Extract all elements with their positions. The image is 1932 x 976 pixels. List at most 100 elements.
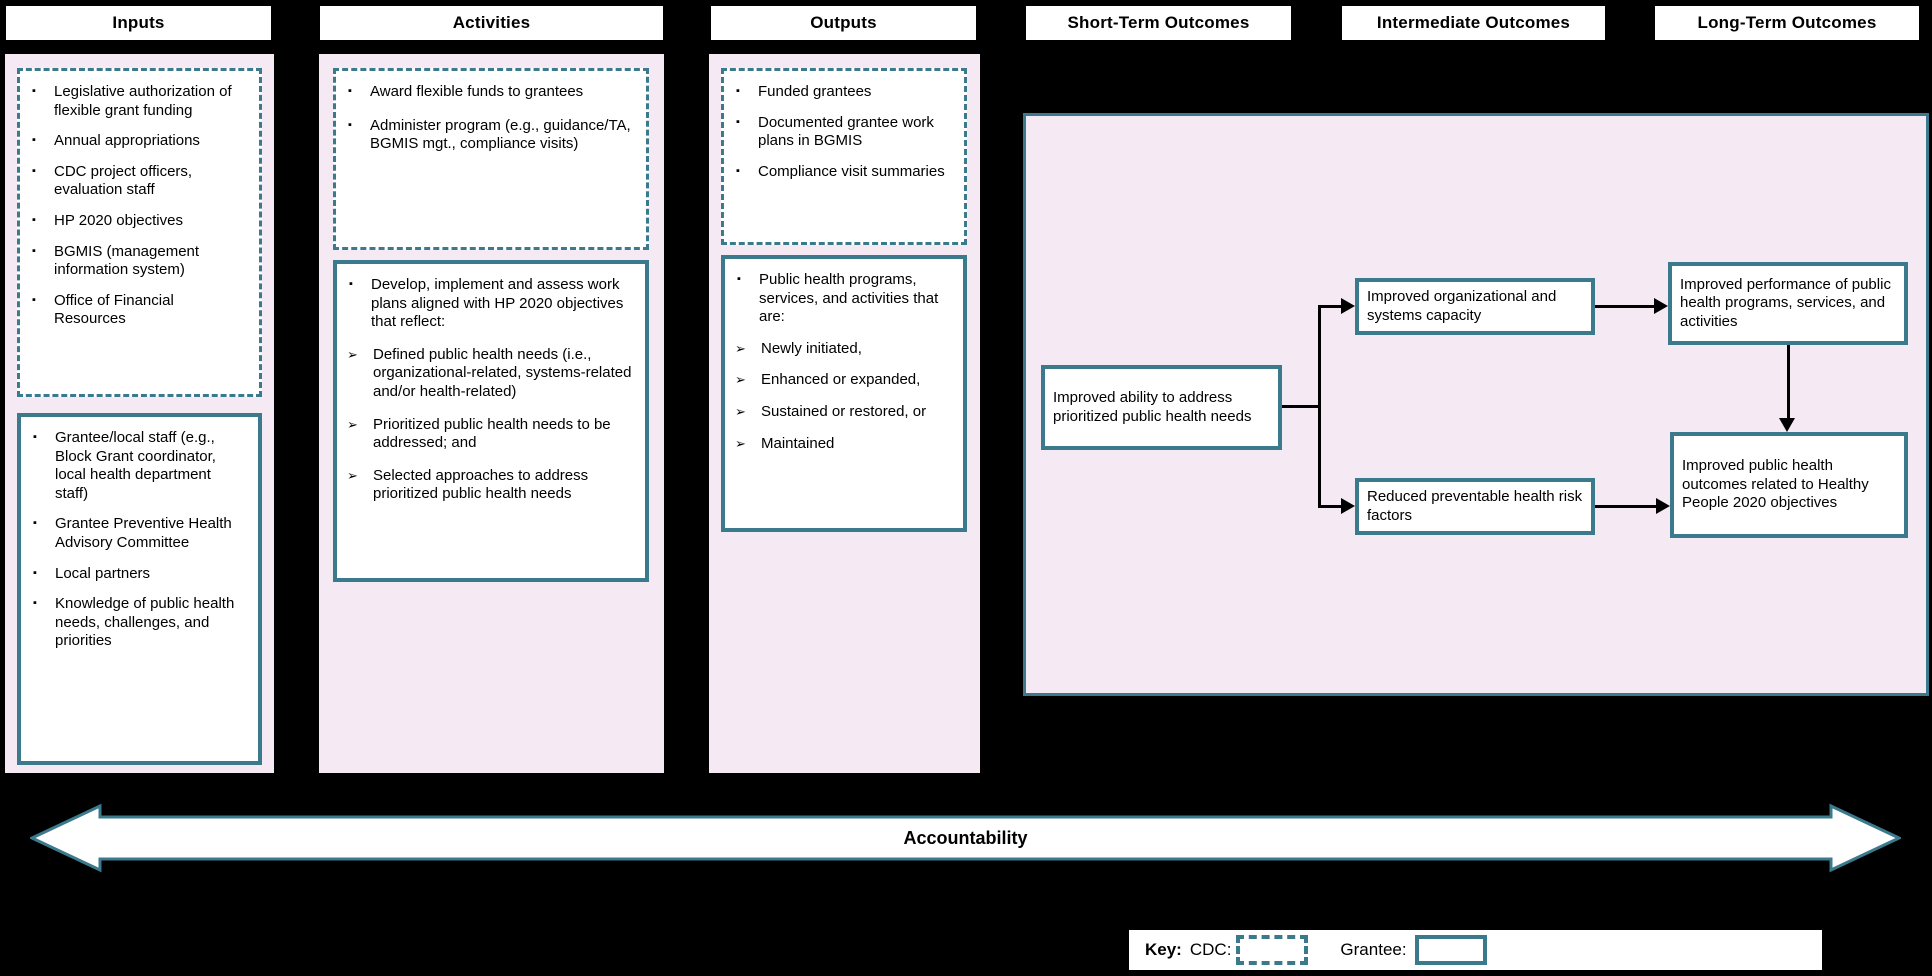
chevron-bullet-icon: ➢ — [735, 403, 746, 419]
list-item: ▪ Award flexible funds to grantees — [344, 83, 636, 102]
output-subitem: Maintained — [761, 434, 835, 452]
arrow-right-icon — [1341, 298, 1355, 314]
list-item: ▪ Legislative authorization of flexible g… — [28, 83, 249, 120]
list-item: ▪ HP 2020 objectives — [28, 212, 249, 231]
bullet-icon: ▪ — [32, 213, 36, 226]
outputs-grantee-box: ▪Public health programs, services, and a… — [721, 255, 967, 532]
intermediate-outcome-box-1: Improved organizational and systems capa… — [1355, 278, 1595, 335]
connector-line — [1595, 505, 1656, 508]
input-item: HP 2020 objectives — [54, 211, 183, 229]
bullet-icon: ▪ — [32, 293, 36, 306]
outcome-text: Improved performance of public health pr… — [1680, 275, 1891, 330]
outcome-text: Improved ability to address prioritized … — [1053, 388, 1252, 425]
connector-line — [1282, 405, 1319, 408]
bullet-icon: ▪ — [349, 278, 353, 290]
list-item: ➢ Defined public health needs (i.e., orga… — [345, 346, 635, 402]
output-item: Compliance visit summaries — [758, 162, 945, 180]
chevron-bullet-icon: ➢ — [347, 346, 358, 362]
list-item: ▪Grantee/local staff (e.g., Block Grant … — [29, 429, 248, 503]
key-cdc-label: CDC: — [1189, 940, 1232, 959]
list-item: ▪Public health programs, services, and a… — [733, 271, 953, 327]
output-item: Documented grantee work plans in BGMIS — [758, 113, 934, 150]
list-item: ➢ Enhanced or expanded, — [733, 371, 953, 390]
outcome-text: Improved organizational and systems capa… — [1367, 287, 1557, 324]
list-item: ▪ Documented grantee work plans in BGMIS — [732, 114, 954, 151]
list-item: ➢ Selected approaches to address prioriti… — [345, 467, 635, 504]
header-long-term-outcomes: Long-Term Outcomes — [1654, 5, 1920, 41]
inputs-grantee-box: ▪ Grantee/local staff (e.g., Block Grant … — [17, 413, 262, 765]
accountability-label: Accountability — [903, 827, 1028, 848]
input-item: Local partners — [55, 564, 151, 582]
inputs-panel: ▪ Legislative authorization of flexible g… — [5, 54, 274, 773]
list-item: ▪ Local partners — [29, 565, 248, 584]
short-term-outcome-box: Improved ability to address prioritized … — [1041, 365, 1282, 450]
connector-line — [1318, 305, 1342, 308]
key-label: Key: — [1145, 940, 1182, 959]
list-item: ➢ Newly initiated, — [733, 340, 953, 359]
output-item: Funded grantees — [758, 83, 872, 100]
bullet-icon: ▪ — [33, 517, 37, 530]
activities-panel: ▪ Award flexible funds to grantees ▪Admin… — [319, 54, 664, 773]
key-legend: Key: CDC: Grantee: — [1129, 930, 1822, 970]
list-item: ➢ Prioritized public health needs to be a… — [345, 416, 635, 453]
output-subitem: Newly initiated, — [761, 339, 862, 357]
bullet-icon: ▪ — [348, 118, 352, 131]
accountability-arrow: Accountability — [30, 800, 1901, 876]
long-term-outcome-box-1: Improved performance of public health pr… — [1668, 262, 1908, 345]
input-item: Knowledge of public health needs, challe… — [55, 595, 235, 650]
activity-subitem: Selected approaches to address prioritiz… — [373, 466, 589, 503]
list-item: ▪ CDC project officers, evaluation staff — [28, 163, 249, 200]
input-item: Annual appropriations — [54, 132, 200, 150]
input-item: CDC project officers, evaluation staff — [54, 162, 193, 199]
list-item: ➢ Sustained or restored, or — [733, 403, 953, 422]
activity-item: Award flexible funds to grantees — [370, 83, 584, 100]
header-activities: Activities — [319, 5, 664, 41]
cdc-dashed-swatch-icon — [1236, 935, 1309, 965]
chevron-bullet-icon: ➢ — [347, 416, 358, 432]
activity-subitem: Defined public health needs (i.e., organ… — [373, 345, 632, 400]
activities-grantee-box: ▪Develop, implement and assess work plan… — [333, 260, 649, 582]
list-item: ▪Develop, implement and assess work plan… — [345, 276, 635, 332]
bullet-icon: ▪ — [33, 597, 37, 610]
input-item: Grantee/local staff (e.g., Block Grant c… — [55, 429, 216, 502]
arrow-down-icon — [1779, 418, 1795, 432]
list-item: ▪Administer program (e.g., guidance/TA, … — [344, 117, 636, 154]
input-item: Office of Financial Resources — [54, 291, 174, 328]
activities-cdc-box: ▪ Award flexible funds to grantees ▪Admin… — [333, 68, 649, 250]
bullet-icon: ▪ — [32, 85, 36, 97]
bullet-icon: ▪ — [736, 85, 740, 97]
chevron-bullet-icon: ➢ — [735, 372, 746, 388]
bullet-icon: ▪ — [33, 566, 37, 579]
arrow-right-icon — [1654, 298, 1668, 314]
arrow-right-icon — [1656, 498, 1670, 514]
double-arrow-shape — [30, 803, 1901, 873]
intermediate-outcome-box-2: Reduced preventable health risk factors — [1355, 478, 1595, 535]
bullet-icon: ▪ — [736, 115, 740, 128]
list-item: ▪Grantee Preventive Health Advisory Comm… — [29, 515, 248, 552]
outcomes-panel: Improved ability to address prioritized … — [1023, 113, 1929, 696]
bullet-icon: ▪ — [32, 244, 36, 257]
long-term-outcome-box-2: Improved public health outcomes related … — [1670, 432, 1908, 538]
bullet-icon: ▪ — [348, 85, 352, 97]
inputs-cdc-box: ▪ Legislative authorization of flexible g… — [17, 68, 262, 397]
outcome-text: Reduced preventable health risk factors — [1367, 487, 1583, 524]
output-subitem: Sustained or restored, or — [761, 402, 927, 420]
output-item: Public health programs, services, and ac… — [759, 271, 939, 326]
bullet-icon: ▪ — [32, 164, 36, 177]
header-short-term-outcomes: Short-Term Outcomes — [1025, 5, 1292, 41]
connector-line — [1595, 305, 1654, 308]
outcome-text: Improved public health outcomes related … — [1682, 457, 1869, 512]
chevron-bullet-icon: ➢ — [735, 340, 746, 356]
header-intermediate-outcomes: Intermediate Outcomes — [1341, 5, 1606, 41]
list-item: ▪Compliance visit summaries — [732, 163, 954, 182]
bullet-icon: ▪ — [32, 134, 36, 147]
chevron-bullet-icon: ➢ — [347, 467, 358, 483]
list-item: ▪ Funded grantees — [732, 83, 954, 102]
output-subitem: Enhanced or expanded, — [761, 371, 921, 389]
input-item: BGMIS (management information system) — [54, 242, 200, 279]
header-inputs: Inputs — [5, 5, 272, 41]
activity-subitem: Prioritized public health needs to be ad… — [373, 415, 611, 452]
input-item: Legislative authorization of flexible gr… — [54, 83, 232, 119]
outputs-cdc-box: ▪ Funded grantees ▪ Documented grantee wor… — [721, 68, 967, 245]
